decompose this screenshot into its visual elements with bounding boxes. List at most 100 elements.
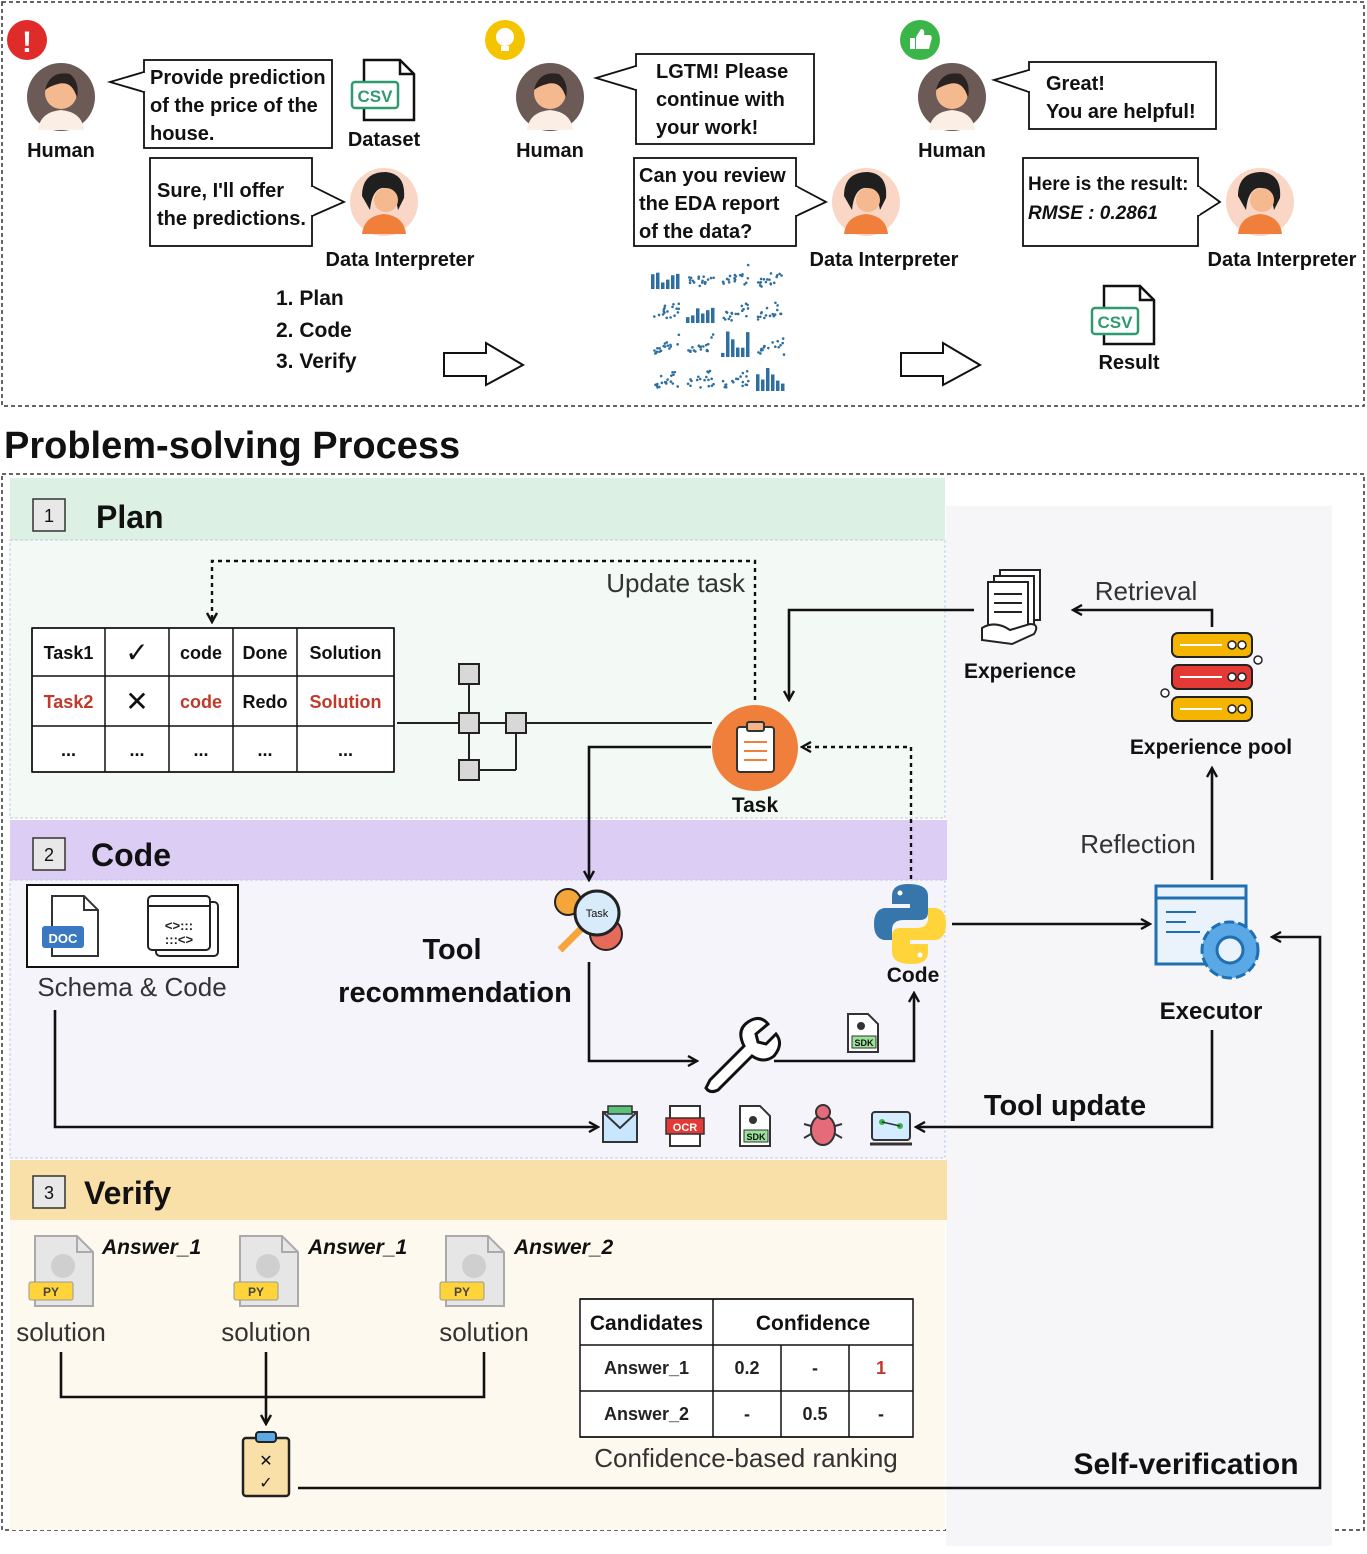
svg-text:Task: Task: [586, 908, 609, 920]
task-table-cell: ✓: [125, 637, 148, 668]
task-table-cell: Solution: [310, 692, 382, 712]
svg-text:CSV: CSV: [1098, 313, 1134, 332]
speech-bubble-di-1: Sure, I'll offer the predictions.: [149, 157, 347, 247]
doc-file-icon: DOC: [42, 895, 99, 957]
svg-text:<>:::: <>:::: [165, 918, 193, 933]
dataset-label: Dataset: [348, 129, 421, 151]
verify-title: Verify: [84, 1175, 171, 1211]
wrench-to-code-arrow: [774, 993, 914, 1063]
tool-rec-to-wrench-arrow: [587, 962, 697, 1061]
solution-files: PYAnswer_1solutionPYAnswer_1solutionPYAn…: [16, 1235, 614, 1347]
data-interpreter-avatar-3: [1226, 168, 1294, 236]
speech-bubble-human-3: Great! You are helpful!: [990, 61, 1217, 130]
plan-number-box: [32, 498, 66, 532]
task-table-cell: Solution: [310, 643, 382, 663]
confidence-cell: 0.2: [734, 1358, 759, 1378]
verify-header: [10, 1160, 947, 1220]
ocr-tool-icon: OCR: [665, 1105, 705, 1147]
svg-text:PY: PY: [43, 1285, 59, 1299]
svg-text:CSV: CSV: [358, 87, 394, 106]
di-msg-2-line3: of the data?: [639, 221, 752, 243]
csv-file-icon: CSV: [350, 58, 416, 122]
right-panel: [946, 506, 1332, 1546]
solution-label: solution: [221, 1317, 311, 1347]
python-icon: [874, 884, 946, 964]
task-graph-icon: [397, 663, 712, 781]
scenario-frame: [1, 1, 1365, 407]
code-to-task-arrow: [802, 747, 913, 879]
data-interpreter-avatar-2: [832, 168, 900, 236]
tool-update-label: Tool update: [984, 1090, 1146, 1122]
code-window-icon: <>::: :::<>: [147, 895, 219, 957]
speech-bubble-human-1: Provide prediction of the price of the h…: [106, 59, 333, 149]
confidence-cell: -: [878, 1404, 884, 1424]
right-arrow-icon-1: [443, 341, 526, 387]
human-avatar-1: [27, 63, 95, 131]
task-table-cell: code: [180, 643, 222, 663]
di-msg-2-line2: the EDA report: [639, 193, 780, 215]
plan-title: Plan: [96, 499, 164, 535]
task-table-cell: ...: [257, 740, 272, 760]
plan-number: 1: [44, 506, 54, 526]
right-arrow-icon-2: [900, 341, 983, 387]
solutions-merge-line: [59, 1352, 486, 1399]
human-label-1: Human: [27, 140, 95, 162]
task-table-cell: Redo: [243, 692, 288, 712]
debug-bug-icon: [803, 1104, 843, 1146]
solution-label: solution: [439, 1317, 529, 1347]
task-table-cell: ✕: [125, 686, 148, 717]
human-msg-1-line2: of the price of the: [150, 95, 318, 117]
answer-label: Answer_1: [101, 1236, 201, 1259]
experience-documents-icon: [981, 569, 1041, 646]
csv-result-icon: CSV: [1090, 284, 1156, 346]
email-tool-icon: [602, 1105, 638, 1143]
experience-to-task-arrow: [789, 608, 974, 700]
experience-pool-label: Experience pool: [1130, 736, 1292, 759]
di-label-3: Data Interpreter: [1208, 249, 1357, 271]
process-frame: [1, 473, 1365, 1531]
di-msg-1-line1: Sure, I'll offer: [157, 180, 284, 202]
solution-label: solution: [16, 1317, 106, 1347]
step-plan: 1. Plan: [276, 287, 344, 310]
code-header: [10, 820, 947, 880]
tool-update-arrow: [916, 1030, 1214, 1127]
confidence-cell: 0.5: [802, 1404, 827, 1424]
py-file-icon: PY: [233, 1235, 299, 1307]
di-label-1: Data Interpreter: [326, 249, 475, 271]
svg-text::::<>: :::<>: [165, 932, 194, 947]
code-label: Code: [887, 964, 940, 987]
tool-search-icon: Task: [554, 888, 623, 953]
sdk-tool-icon: SDK: [739, 1105, 771, 1147]
svg-text:!: !: [22, 26, 32, 59]
experience-label: Experience: [964, 660, 1076, 683]
tool-rec-line1: Tool: [422, 934, 481, 966]
update-task-label: Update task: [606, 568, 746, 598]
answer-label: Answer_1: [307, 1236, 407, 1259]
task-table-cell: ...: [61, 740, 76, 760]
py-file-icon: PY: [439, 1235, 505, 1307]
process-title: Problem-solving Process: [4, 425, 460, 467]
speech-bubble-di-2: Can you review the EDA report of the dat…: [633, 157, 829, 247]
plan-header: [10, 478, 945, 540]
svg-text:✕: ✕: [259, 1453, 272, 1470]
ranking-label: Confidence-based ranking: [594, 1443, 898, 1473]
task-table-cell: Task2: [44, 692, 94, 712]
verify-number-box: [32, 1175, 66, 1209]
step-code: 2. Code: [276, 319, 352, 342]
svg-text:✓: ✓: [259, 1475, 272, 1492]
task-label: Task: [732, 794, 779, 817]
task-table-cell: ...: [193, 740, 208, 760]
update-task-arrow: [212, 559, 757, 700]
svg-text:OCR: OCR: [673, 1122, 698, 1134]
human-avatar-3: [918, 63, 986, 131]
human-msg-3-line2: You are helpful!: [1046, 101, 1196, 123]
table-header-confidence: Confidence: [756, 1312, 870, 1335]
di-msg-3-line1: Here is the result:: [1028, 174, 1189, 195]
data-interpreter-avatar-1: [350, 168, 418, 236]
human-label-2: Human: [516, 140, 584, 162]
svg-text:DOC: DOC: [49, 931, 79, 946]
eda-report-image: [648, 258, 788, 398]
human-msg-2-line1: LGTM! Please: [656, 61, 788, 83]
code-number-box: [32, 837, 66, 871]
